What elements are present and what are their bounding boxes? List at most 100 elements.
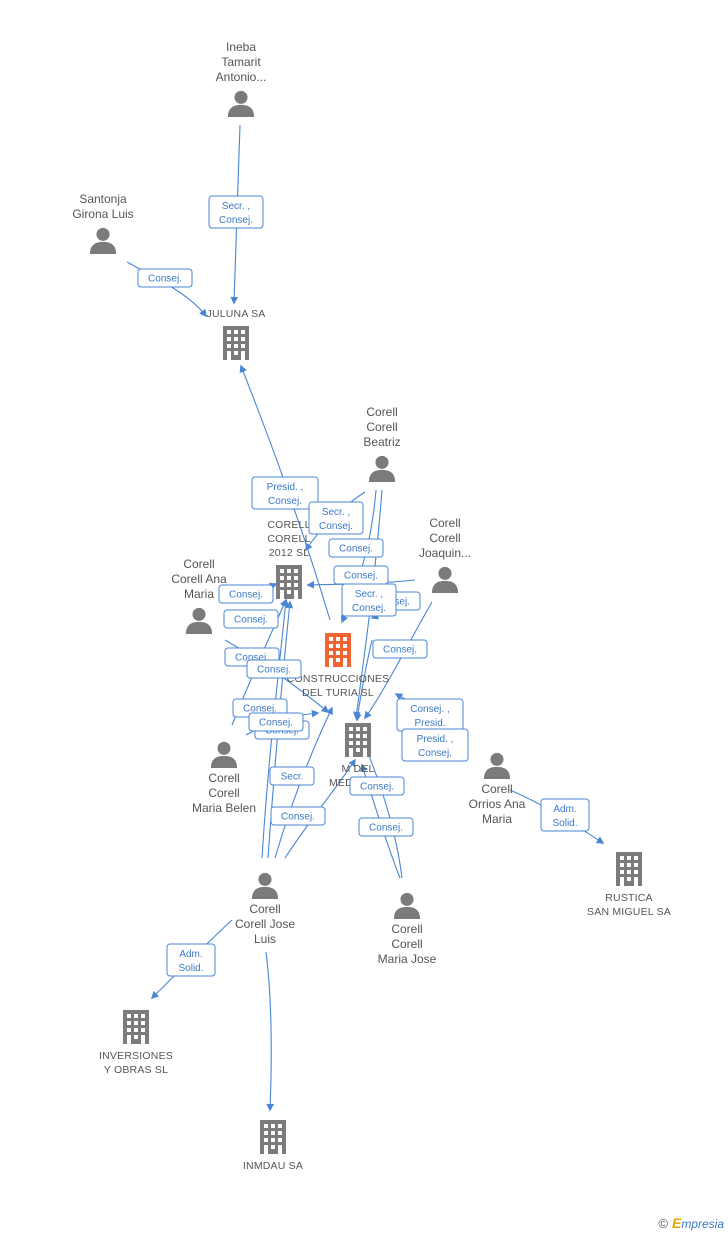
relation-badge[interactable]: Consej.: [328, 538, 384, 558]
badge-text: Presid. ,: [267, 482, 304, 493]
relation-badge[interactable]: Secr. , Consej.: [308, 501, 364, 535]
relation-badge[interactable]: Consej.: [218, 584, 274, 604]
node-label-line: Corell: [366, 420, 397, 434]
node-label-line: Maria: [184, 587, 214, 601]
edge: [364, 601, 433, 720]
node-label-line: M DEL: [341, 763, 374, 775]
person-icon: [483, 752, 511, 779]
company-node-juluna[interactable]: JULUNA SA: [207, 308, 266, 360]
node-label-line: Beatriz: [363, 435, 400, 449]
node-label-line: CORELL: [267, 533, 310, 545]
badge-box: [251, 476, 319, 510]
badge-text: Solid.: [178, 963, 203, 974]
badge-box: [248, 712, 304, 732]
relation-badge[interactable]: Consej.: [223, 609, 279, 629]
node-label-line: Maria Jose: [378, 952, 437, 966]
brand-logo-initial: E: [671, 1215, 682, 1231]
node-label-line: Ineba: [226, 40, 256, 54]
badge-text: Consej.: [259, 718, 293, 729]
relation-badge[interactable]: Presid. ,Consej.: [401, 728, 469, 762]
node-label-line: CORELL: [267, 519, 310, 531]
node-label-line: Girona Luis: [72, 207, 133, 221]
relation-badge[interactable]: Consej.: [372, 639, 428, 659]
badge-text: Presid.: [414, 718, 445, 729]
badge-box: [341, 583, 397, 617]
person-node-ineba[interactable]: InebaTamaritAntonio...: [216, 40, 267, 117]
badge-box: [246, 659, 302, 679]
relation-badge[interactable]: Adm.Solid.: [540, 798, 590, 832]
relation-badge[interactable]: Secr.: [269, 766, 315, 786]
edge: [360, 763, 401, 879]
relation-badge[interactable]: Consej.: [333, 565, 389, 585]
badge-box: [137, 268, 193, 288]
badge-text: Consej.: [360, 782, 394, 793]
badge-box: [308, 501, 364, 535]
relation-badge[interactable]: Consej.: [246, 659, 302, 679]
relation-badge[interactable]: Secr. , Consej.: [208, 195, 264, 229]
relation-badge[interactable]: Adm. Solid.: [166, 943, 216, 977]
node-label-line: Corell: [366, 405, 397, 419]
node-label-line: Orrios Ana: [469, 797, 526, 811]
relation-badge[interactable]: Consej.: [270, 806, 326, 826]
building-icon: [276, 565, 302, 599]
person-icon: [393, 892, 421, 919]
badge-text: Consej.: [344, 571, 378, 582]
company-node-turia[interactable]: CONSTRUCCIONES DEL TURIA SL: [287, 633, 390, 699]
badge-text: Consej.: [243, 704, 277, 715]
badge-text: Consej.: [369, 823, 403, 834]
node-label-line: Corell: [249, 902, 280, 916]
building-icon: [260, 1120, 286, 1154]
badge-text: Secr. ,: [322, 507, 350, 518]
badge-text: Solid.: [552, 818, 577, 829]
building-icon: [616, 852, 642, 886]
building-icon: [123, 1010, 149, 1044]
node-label-line: Maria Belen: [192, 801, 256, 815]
node-label-line: Antonio...: [216, 70, 267, 84]
badge-text: Consej.: [257, 665, 291, 676]
badge-box: [349, 776, 405, 796]
badge-text: Consej.: [235, 653, 269, 664]
company-node-inmdau[interactable]: INMDAU SA: [243, 1120, 303, 1172]
relation-badge[interactable]: Consej.: [248, 712, 304, 732]
badge-text: Consej. ,: [410, 704, 449, 715]
main-company-building-icon: [325, 633, 351, 667]
copyright-symbol: ©: [658, 1215, 668, 1231]
node-label-line: INMDAU SA: [243, 1160, 303, 1172]
badge-box: [166, 943, 216, 977]
badge-text: Consej.: [352, 603, 386, 614]
node-label-line: Y OBRAS SL: [104, 1064, 168, 1076]
person-node-joaquin[interactable]: CorellCorellJoaquin...: [419, 516, 471, 593]
badge-text: Adm.: [179, 949, 202, 960]
badge-text: Secr. ,: [355, 589, 383, 600]
relation-badge[interactable]: Secr. , Consej.: [341, 583, 397, 617]
badge-box: [401, 728, 469, 762]
relation-badge[interactable]: Presid. ,Consej.: [251, 476, 319, 510]
node-label-line: Corell: [183, 557, 214, 571]
edge: [126, 261, 207, 318]
badge-text: Consej.: [319, 521, 353, 532]
badge-text: Secr. ,: [222, 201, 250, 212]
relation-badge[interactable]: Consej.: [349, 776, 405, 796]
person-icon: [251, 872, 279, 899]
relation-badge[interactable]: Consej. , Presid.: [396, 698, 464, 732]
node-label-line: DEL TURIA SL: [302, 687, 374, 699]
node-label-line: Luis: [254, 932, 276, 946]
node-label-line: Maria: [482, 812, 512, 826]
node-label-line: JULUNA SA: [207, 308, 266, 320]
relation-badge[interactable]: Consej.: [358, 817, 414, 837]
node-label-line: Corell: [391, 937, 422, 951]
relation-badge[interactable]: Consej.: [137, 268, 193, 288]
node-label-line: CONSTRUCCIONES: [287, 673, 390, 685]
badge-text: Consej.: [219, 215, 253, 226]
